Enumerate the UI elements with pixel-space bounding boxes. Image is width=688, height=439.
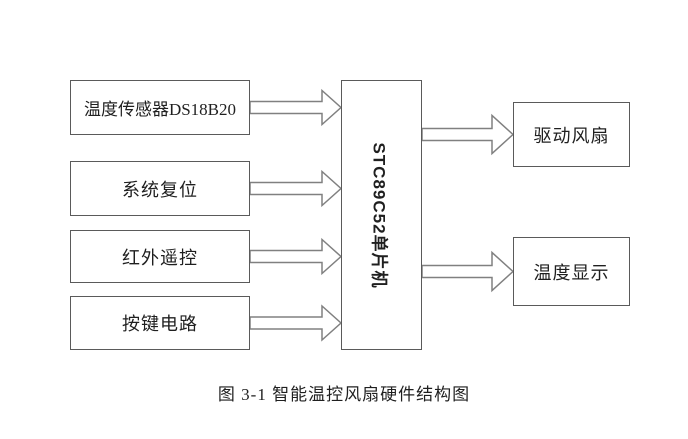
box-temperature-sensor: 温度传感器DS18B20	[70, 80, 250, 135]
arrow-mcu-to-temp-display	[421, 250, 515, 293]
box-temperature-sensor-label: 温度传感器DS18B20	[83, 100, 237, 119]
box-infrared-remote: 红外遥控	[70, 230, 250, 283]
box-key-circuit: 按键电路	[70, 296, 250, 350]
arrow-keys-to-mcu	[249, 304, 343, 342]
arrow-ir-remote-to-mcu	[249, 237, 343, 276]
box-system-reset: 系统复位	[70, 161, 250, 216]
box-temperature-display: 温度显示	[513, 237, 630, 306]
figure-caption: 图 3-1 智能温控风扇硬件结构图	[217, 385, 471, 404]
box-temperature-display-label: 温度显示	[533, 262, 610, 283]
box-infrared-remote-label: 红外遥控	[122, 247, 198, 268]
box-mcu-stc89c52: STC89C52单片机	[341, 80, 422, 350]
arrow-reset-to-mcu	[249, 169, 343, 208]
box-fan-driver: 驱动风扇	[513, 102, 630, 167]
box-mcu-stc89c52-label: STC89C52单片机	[370, 141, 390, 289]
arrow-temp-sensor-to-mcu	[249, 88, 343, 127]
box-fan-driver-label: 驱动风扇	[533, 125, 610, 146]
box-key-circuit-label: 按键电路	[122, 314, 198, 334]
box-system-reset-label: 系统复位	[122, 179, 198, 200]
arrow-mcu-to-fan-driver	[421, 113, 515, 156]
